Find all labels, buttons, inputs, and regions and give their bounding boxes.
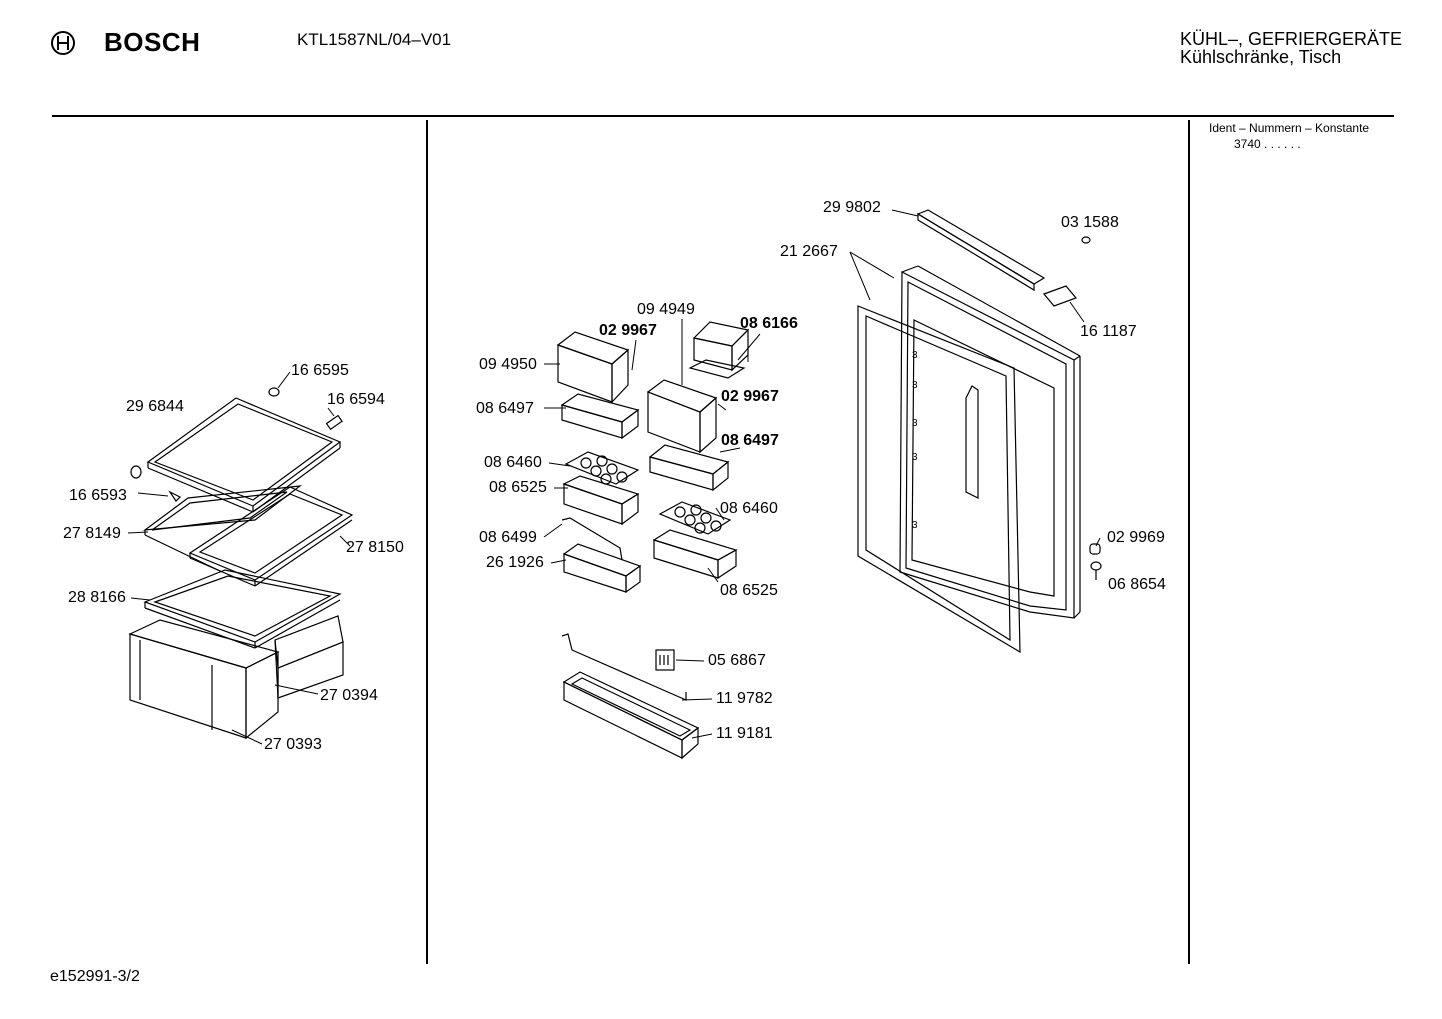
svg-text:3: 3: [912, 350, 918, 361]
part-label: 05 6867: [708, 652, 766, 669]
part-label: 02 9967: [721, 388, 779, 405]
category-title: KÜHL–, GEFRIERGERÄTE: [1180, 29, 1403, 49]
part-label: 27 8149: [63, 525, 121, 542]
document-id: e152991-3/2: [50, 968, 140, 985]
part-label: 02 9969: [1107, 529, 1165, 546]
part-label: 08 6525: [720, 582, 778, 599]
door-bin-094949-drawing: [646, 379, 718, 454]
bottle-bin-261926-drawing: [562, 543, 642, 594]
part-label: 08 6460: [720, 500, 778, 517]
door-bin-086497a-drawing: [560, 393, 640, 440]
part-label: 11 9782: [716, 690, 773, 707]
door-bin-094950-drawing: [556, 331, 630, 404]
shelf-288166-drawing: [143, 569, 342, 649]
part-label: 06 8654: [1108, 576, 1166, 593]
leader-lines: [127, 209, 1101, 745]
egg-box-086525a-drawing: [562, 475, 640, 526]
part-label: 16 6595: [291, 362, 349, 379]
clip-icons: [130, 387, 343, 502]
egg-box-086525b-drawing: [652, 529, 738, 580]
part-label: 16 1187: [1080, 323, 1137, 340]
cover-299802-drawing: [916, 209, 1046, 292]
screw-068654-icon: [1090, 561, 1102, 580]
bosch-logo-icon: [50, 30, 76, 56]
part-label: 11 9181: [716, 725, 773, 742]
part-label: 16 6593: [69, 487, 127, 504]
crisper-270393-drawing: [128, 619, 280, 740]
egg-tray-086460a-drawing: [564, 451, 640, 485]
part-label: 03 1588: [1061, 214, 1119, 231]
category-subtitle: Kühlschränke, Tisch: [1180, 47, 1342, 67]
part-label: 08 6497: [476, 400, 534, 417]
part-label: 29 9802: [823, 199, 881, 216]
header-rule: [52, 115, 1394, 117]
part-label: 27 0393: [264, 736, 322, 753]
door-gasket-212667-drawing: [857, 305, 1021, 654]
part-label: 08 6460: [484, 454, 542, 471]
svg-text:3: 3: [912, 418, 918, 429]
svg-text:3: 3: [912, 380, 918, 391]
part-label: 08 6497: [721, 432, 779, 449]
clip-056867-drawing: [655, 649, 675, 671]
svg-text:3: 3: [912, 452, 918, 463]
part-label: 08 6525: [489, 479, 547, 496]
door-panel-drawing: 3 3 3 3 3: [899, 265, 1081, 619]
part-label: 27 8150: [346, 539, 404, 556]
part-label: 02 9967: [599, 322, 657, 339]
bottle-rack-119181-drawing: [562, 671, 700, 760]
part-label: 26 1926: [486, 554, 544, 571]
bar-119782-drawing: [561, 633, 687, 701]
part-label: 09 4949: [637, 301, 695, 318]
egg-tray-086460b-drawing: [658, 501, 732, 535]
ident-title: Ident – Nummern – Konstante: [1209, 121, 1370, 135]
part-label: 08 6166: [740, 315, 798, 332]
crisper-270394-drawing: [274, 615, 344, 699]
part-label: 21 2667: [780, 243, 838, 260]
svg-text:3: 3: [912, 520, 918, 531]
shelf-278149-drawing: [142, 485, 303, 573]
part-label: 09 4950: [479, 356, 537, 373]
door-bin-086497b-drawing: [648, 444, 730, 492]
model-number: KTL1587NL/04–V01: [297, 30, 452, 49]
brand-name: BOSCH: [104, 27, 201, 57]
part-label: 29 6844: [126, 398, 184, 415]
divider-086499-drawing: [561, 517, 623, 561]
part-label: 16 6594: [327, 391, 385, 408]
part-label: 28 8166: [68, 589, 126, 606]
hinge-cover-161187-drawing: [1042, 285, 1078, 307]
stop-029969-icon: [1089, 543, 1101, 555]
ident-value: 3740 . . . . . .: [1234, 137, 1301, 151]
divider-left: [426, 120, 428, 964]
divider-right: [1188, 120, 1190, 964]
screw-031588-icon: [1081, 236, 1091, 244]
part-label: 27 0394: [320, 687, 378, 704]
part-label: 08 6499: [479, 529, 537, 546]
shelf-278150-drawing: [188, 486, 354, 587]
